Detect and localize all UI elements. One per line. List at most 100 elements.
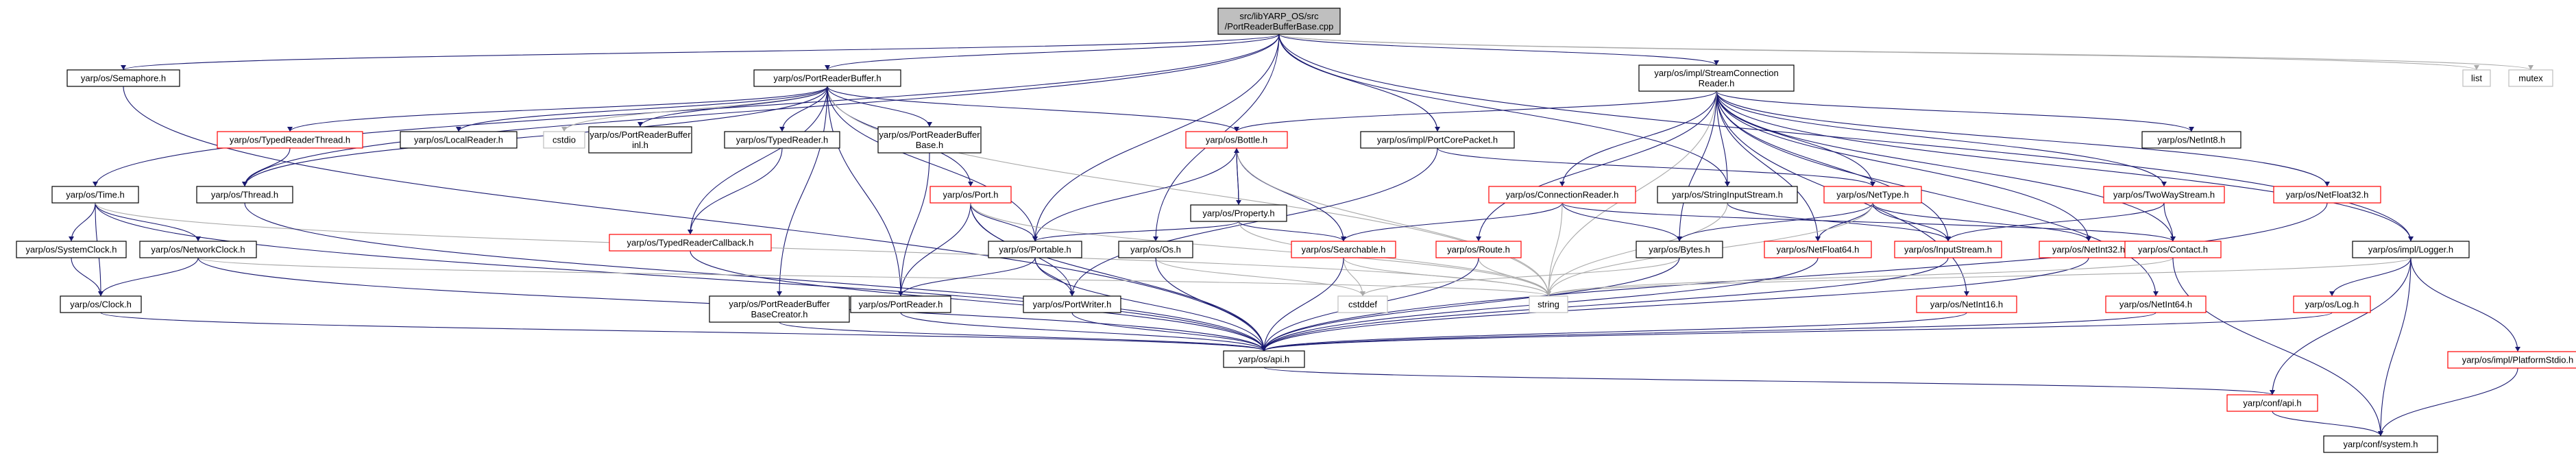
edge-pcp-to-pw bbox=[1071, 147, 1438, 297]
edge-bottle-to-string bbox=[1236, 147, 1549, 297]
node-ni64[interactable]: yarp/os/NetInt64.h bbox=[2105, 295, 2207, 313]
node-lr[interactable]: yarp/os/LocalReader.h bbox=[400, 131, 518, 149]
node-bottle[interactable]: yarp/os/Bottle.h bbox=[1185, 131, 1288, 149]
edge-nettype-to-is bbox=[1872, 202, 1949, 242]
node-nf64[interactable]: yarp/os/NetFloat64.h bbox=[1764, 241, 1872, 258]
node-cstdio[interactable]: cstdio bbox=[543, 131, 585, 149]
node-route[interactable]: yarp/os/Route.h bbox=[1435, 241, 1522, 258]
node-string[interactable]: string bbox=[1529, 295, 1568, 313]
node-label: yarp/conf/api.h bbox=[2243, 398, 2301, 409]
node-contact[interactable]: yarp/os/Contact.h bbox=[2124, 241, 2222, 258]
node-trt[interactable]: yarp/os/TypedReaderThread.h bbox=[217, 131, 363, 149]
edge-scr-to-contact bbox=[1716, 90, 2174, 242]
arrowhead-prb-to-prbbc bbox=[777, 291, 782, 296]
node-list[interactable]: list bbox=[2462, 69, 2491, 87]
edge-logger-to-system bbox=[2380, 257, 2411, 437]
node-prop[interactable]: yarp/os/Property.h bbox=[1190, 204, 1287, 222]
node-sis[interactable]: yarp/os/StringInputStream.h bbox=[1657, 186, 1798, 204]
edge-log-to-api bbox=[1263, 312, 2333, 352]
edge-prb-to-portable bbox=[827, 86, 1036, 242]
node-thread[interactable]: yarp/os/Thread.h bbox=[196, 186, 293, 204]
node-box bbox=[2273, 186, 2381, 204]
edge-scr-to-nf64 bbox=[1716, 90, 1819, 242]
edge-nf32-to-api bbox=[1263, 202, 2328, 352]
node-box bbox=[51, 186, 139, 204]
node-label: yarp/os/NetFloat32.h bbox=[2286, 190, 2369, 200]
edge-route-to-string bbox=[1478, 257, 1549, 297]
node-time[interactable]: yarp/os/Time.h bbox=[51, 186, 139, 204]
edge-bottle-to-portable bbox=[1034, 147, 1237, 242]
node-ni8[interactable]: yarp/os/NetInt8.h bbox=[2141, 131, 2241, 149]
edge-contact-to-string bbox=[1548, 257, 2174, 297]
node-trc[interactable]: yarp/os/TypedReaderCallback.h bbox=[609, 234, 772, 252]
node-mutex[interactable]: mutex bbox=[2508, 69, 2553, 87]
node-pr[interactable]: yarp/os/PortReader.h bbox=[850, 295, 951, 313]
node-box bbox=[1185, 131, 1288, 149]
edge-root-to-time bbox=[95, 34, 1280, 187]
node-is[interactable]: yarp/os/InputStream.h bbox=[1894, 241, 2002, 258]
node-label: yarp/os/Bottle.h bbox=[1206, 135, 1267, 145]
arrowhead-scr-to-ni8 bbox=[2189, 127, 2194, 132]
node-tr[interactable]: yarp/os/TypedReader.h bbox=[724, 131, 840, 149]
node-log[interactable]: yarp/os/Log.h bbox=[2293, 295, 2371, 313]
arrowhead-root-to-list bbox=[2474, 65, 2479, 70]
arrowhead-root-to-osh bbox=[1153, 236, 1158, 241]
edge-root-to-prb bbox=[827, 34, 1280, 71]
node-cstddef[interactable]: cstddef bbox=[1337, 295, 1388, 313]
node-label: inl.h bbox=[632, 140, 648, 150]
node-ni16[interactable]: yarp/os/NetInt16.h bbox=[1916, 295, 2017, 313]
arrowhead-prb-to-tr bbox=[779, 127, 785, 132]
node-sc[interactable]: yarp/os/SystemClock.h bbox=[16, 241, 127, 258]
edge-prop-to-portable bbox=[1034, 221, 1239, 242]
node-nc[interactable]: yarp/os/NetworkClock.h bbox=[139, 241, 257, 258]
edge-port-to-string bbox=[970, 202, 1549, 297]
node-root[interactable]: src/libYARP_OS/src/PortReaderBufferBase.… bbox=[1217, 8, 1341, 35]
edge-prb-to-trc bbox=[690, 86, 828, 235]
node-label: yarp/os/PortReader.h bbox=[859, 300, 943, 310]
node-label: yarp/os/SystemClock.h bbox=[26, 245, 117, 255]
node-ni32[interactable]: yarp/os/NetInt32.h bbox=[2039, 241, 2139, 258]
node-nf32[interactable]: yarp/os/NetFloat32.h bbox=[2273, 186, 2381, 204]
node-box bbox=[1657, 186, 1798, 204]
arrowhead-scr-to-tws bbox=[2161, 182, 2167, 186]
node-prbb[interactable]: yarp/os/PortReaderBufferBase.h bbox=[877, 126, 982, 154]
node-searchable[interactable]: yarp/os/Searchable.h bbox=[1291, 241, 1396, 258]
node-label: yarp/os/Bytes.h bbox=[1649, 245, 1710, 255]
node-box bbox=[1636, 241, 1723, 258]
node-clock[interactable]: yarp/os/Clock.h bbox=[60, 295, 142, 313]
edge-pstdio-to-system bbox=[2380, 367, 2518, 437]
node-bytes[interactable]: yarp/os/Bytes.h bbox=[1636, 241, 1723, 258]
node-cr[interactable]: yarp/os/ConnectionReader.h bbox=[1488, 186, 1636, 204]
node-sem[interactable]: yarp/os/Semaphore.h bbox=[66, 69, 180, 87]
node-pstdio[interactable]: yarp/os/impl/PlatformStdio.h bbox=[2447, 351, 2576, 369]
arrowhead-cr-to-searchable bbox=[1341, 236, 1346, 241]
node-osh[interactable]: yarp/os/Os.h bbox=[1118, 241, 1193, 258]
edge-pr-to-api bbox=[900, 312, 1265, 352]
node-api[interactable]: yarp/os/api.h bbox=[1223, 350, 1305, 368]
node-box bbox=[1488, 186, 1636, 204]
node-confapi[interactable]: yarp/conf/api.h bbox=[2226, 394, 2318, 412]
node-box bbox=[66, 69, 180, 87]
arrowhead-prb-to-lr bbox=[456, 127, 461, 132]
node-tws[interactable]: yarp/os/TwoWayStream.h bbox=[2103, 186, 2225, 204]
node-system[interactable]: yarp/conf/system.h bbox=[2323, 435, 2438, 453]
node-label: yarp/os/NetFloat64.h bbox=[1777, 245, 1860, 255]
edge-searchable-to-api bbox=[1263, 257, 1344, 352]
node-prb[interactable]: yarp/os/PortReaderBuffer.h bbox=[753, 69, 901, 87]
node-port[interactable]: yarp/os/Port.h bbox=[929, 186, 1012, 204]
node-box bbox=[1764, 241, 1872, 258]
node-label: yarp/os/Thread.h bbox=[211, 190, 278, 200]
edge-cr-to-searchable bbox=[1343, 202, 1563, 242]
node-box bbox=[1223, 350, 1305, 368]
edge-prb-to-lr bbox=[458, 86, 828, 132]
node-nettype[interactable]: yarp/os/NetType.h bbox=[1823, 186, 1922, 204]
edge-logger-to-pstdio bbox=[2410, 257, 2518, 352]
arrowhead-nettype-to-ni32 bbox=[2086, 236, 2091, 241]
node-pw[interactable]: yarp/os/PortWriter.h bbox=[1023, 295, 1121, 313]
node-portable[interactable]: yarp/os/Portable.h bbox=[988, 241, 1082, 258]
node-logger[interactable]: yarp/os/impl/Logger.h bbox=[2352, 241, 2470, 258]
node-pcp[interactable]: yarp/os/impl/PortCorePacket.h bbox=[1360, 131, 1515, 149]
